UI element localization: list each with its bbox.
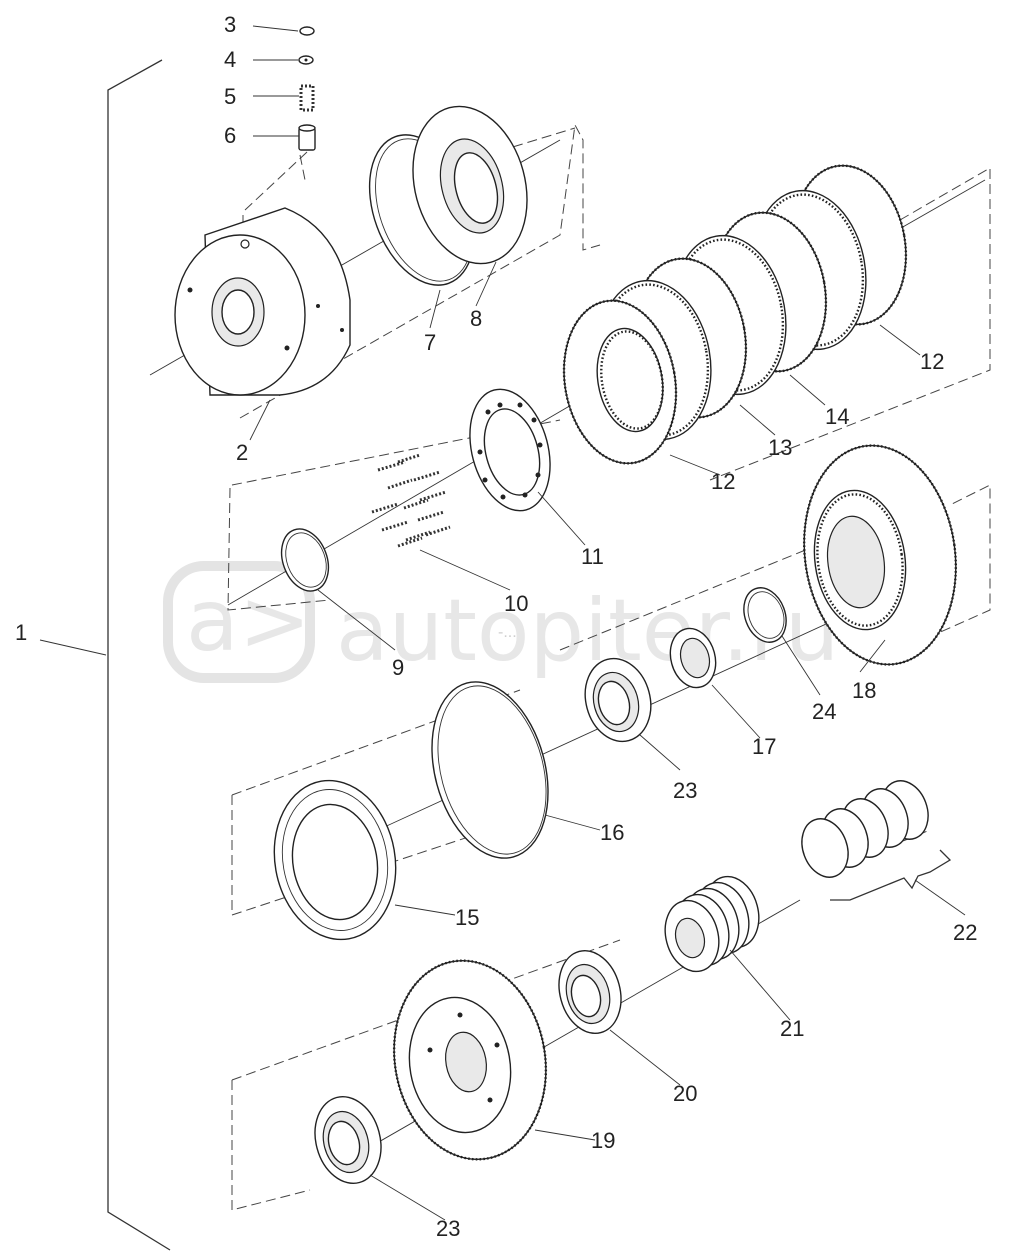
callout-6: 6 [224, 123, 236, 148]
callout-1: 1 [15, 620, 27, 645]
callout-20: 20 [673, 1081, 697, 1106]
callout-13: 13 [768, 435, 792, 460]
part-15-plate [273, 779, 397, 941]
callout-19: 19 [591, 1128, 615, 1153]
part-5-spring [299, 84, 315, 112]
part-18-gear-hub [802, 444, 958, 666]
part-17-sleeve [669, 627, 717, 689]
callout-10: 10 [504, 591, 528, 616]
watermark-tag: -... [498, 624, 517, 641]
watermark-logo-text: a> [186, 571, 311, 671]
part-8-piston [412, 105, 528, 265]
callout-3: 3 [224, 12, 236, 37]
callout-12-upper: 12 [920, 349, 944, 374]
part-23-bearing-upper [584, 657, 652, 743]
callout-12-lower: 12 [711, 469, 735, 494]
callout-22: 22 [953, 920, 977, 945]
part-2-housing [174, 207, 351, 396]
callout-9: 9 [392, 655, 404, 680]
callout-5: 5 [224, 84, 236, 109]
clutch-pack [562, 164, 908, 465]
callout-2: 2 [236, 440, 248, 465]
assembly-bracket [107, 59, 171, 1251]
callout-17: 17 [752, 734, 776, 759]
part-3-ring [299, 26, 315, 36]
callout-4: 4 [224, 47, 236, 72]
part-24-ring [743, 587, 787, 643]
callout-7: 7 [424, 330, 436, 355]
part-22-rings [801, 780, 952, 901]
callout-15: 15 [455, 905, 479, 930]
part-16-large-ring [431, 681, 549, 859]
callout-16: 16 [600, 820, 624, 845]
callout-23-upper: 23 [673, 778, 697, 803]
callout-21: 21 [780, 1016, 804, 1041]
small-parts-group [244, 25, 316, 211]
part-19-gear [392, 959, 548, 1161]
callout-18: 18 [852, 678, 876, 703]
part-9-snap-ring [280, 528, 330, 592]
callout-24: 24 [812, 699, 836, 724]
part-21-spring-stack [664, 875, 760, 973]
part-10-springs [371, 453, 451, 548]
callout-14: 14 [825, 404, 849, 429]
callout-8: 8 [470, 306, 482, 331]
leader-lines [39, 261, 966, 1221]
callout-11: 11 [581, 544, 604, 569]
callouts: 1 2 3 4 5 6 7 8 9 10 11 12 12 13 14 15 1… [15, 12, 977, 1241]
part-23-bearing-lower [314, 1095, 382, 1185]
part-11-retainer-plate [469, 388, 551, 512]
watermark-logo [163, 561, 315, 683]
callout-23-lower: 23 [436, 1216, 460, 1241]
part-20-bearing [558, 949, 622, 1035]
